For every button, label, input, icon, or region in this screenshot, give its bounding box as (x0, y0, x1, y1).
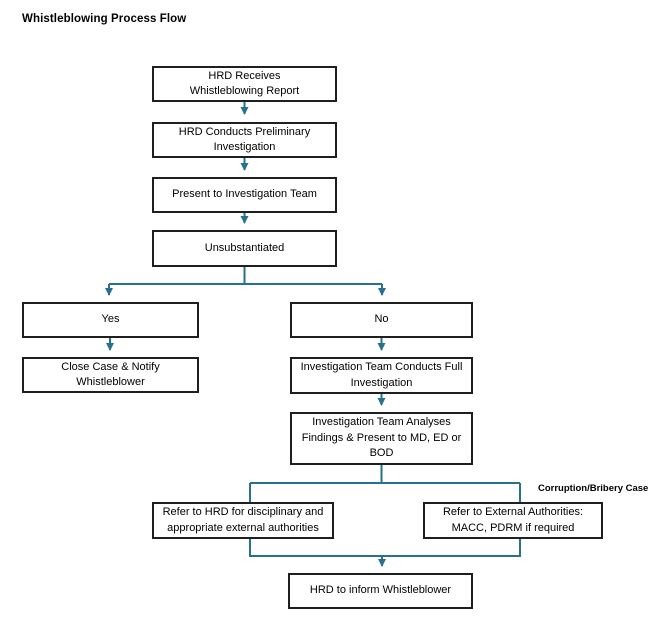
node-label-line: HRD to inform Whistleblower (309, 584, 452, 597)
node-close-case-notify: Close Case & Notify Whistleblower (22, 357, 199, 393)
node-full-investigation: Investigation Team Conducts Full Investi… (290, 357, 473, 394)
node-label-line: Present to Investigation Team (172, 188, 317, 201)
node-label-line: BOD (369, 447, 394, 460)
node-label-line: MACC, PDRM if required (451, 521, 575, 534)
node-label-line: appropriate external authorities (167, 521, 319, 534)
node-label-line: Refer to External Authorities: (442, 506, 583, 518)
node-label-line: Investigation (213, 141, 276, 153)
node-present-to-investigation-team: Present to Investigation Team (152, 177, 337, 213)
node-label-line: Whistleblower (76, 376, 145, 388)
node-label-line: HRD Conducts Preliminary (178, 125, 311, 138)
node-label-line: Investigation Team Conducts Full (300, 361, 463, 373)
node-label-line: Refer to HRD for disciplinary and (162, 506, 324, 518)
node-label-line: Whistleblowing Report (189, 85, 300, 97)
node-hrd-receives-report: HRD Receives Whistleblowing Report (152, 66, 337, 102)
node-no: No (290, 302, 473, 338)
node-label-line: Close Case & Notify (61, 360, 160, 373)
node-refer-to-hrd: Refer to HRD for disciplinary and approp… (152, 502, 334, 539)
node-refer-to-external-authorities: Refer to External Authorities: MACC, PDR… (423, 502, 603, 539)
node-label-line: No (374, 313, 389, 326)
node-label-line: HRD Receives (208, 69, 281, 82)
node-label-line: Yes (101, 313, 120, 326)
node-unsubstantiated: Unsubstantiated (152, 230, 337, 267)
page-title: Whistleblowing Process Flow (22, 13, 187, 25)
node-label-line: Investigation (350, 376, 413, 389)
node-preliminary-investigation: HRD Conducts Preliminary Investigation (152, 122, 337, 158)
node-label-line: Investigation Team Analyses (312, 416, 451, 429)
node-analyse-findings: Investigation Team Analyses Findings & P… (290, 412, 473, 465)
node-label-line: Unsubstantiated (204, 241, 285, 254)
node-inform-whistleblower: HRD to inform Whistleblower (288, 573, 473, 609)
corruption-bribery-annotation: Corruption/Bribery Case (538, 483, 649, 494)
node-label-line: Findings & Present to MD, ED or (301, 431, 462, 444)
node-yes: Yes (22, 302, 199, 338)
